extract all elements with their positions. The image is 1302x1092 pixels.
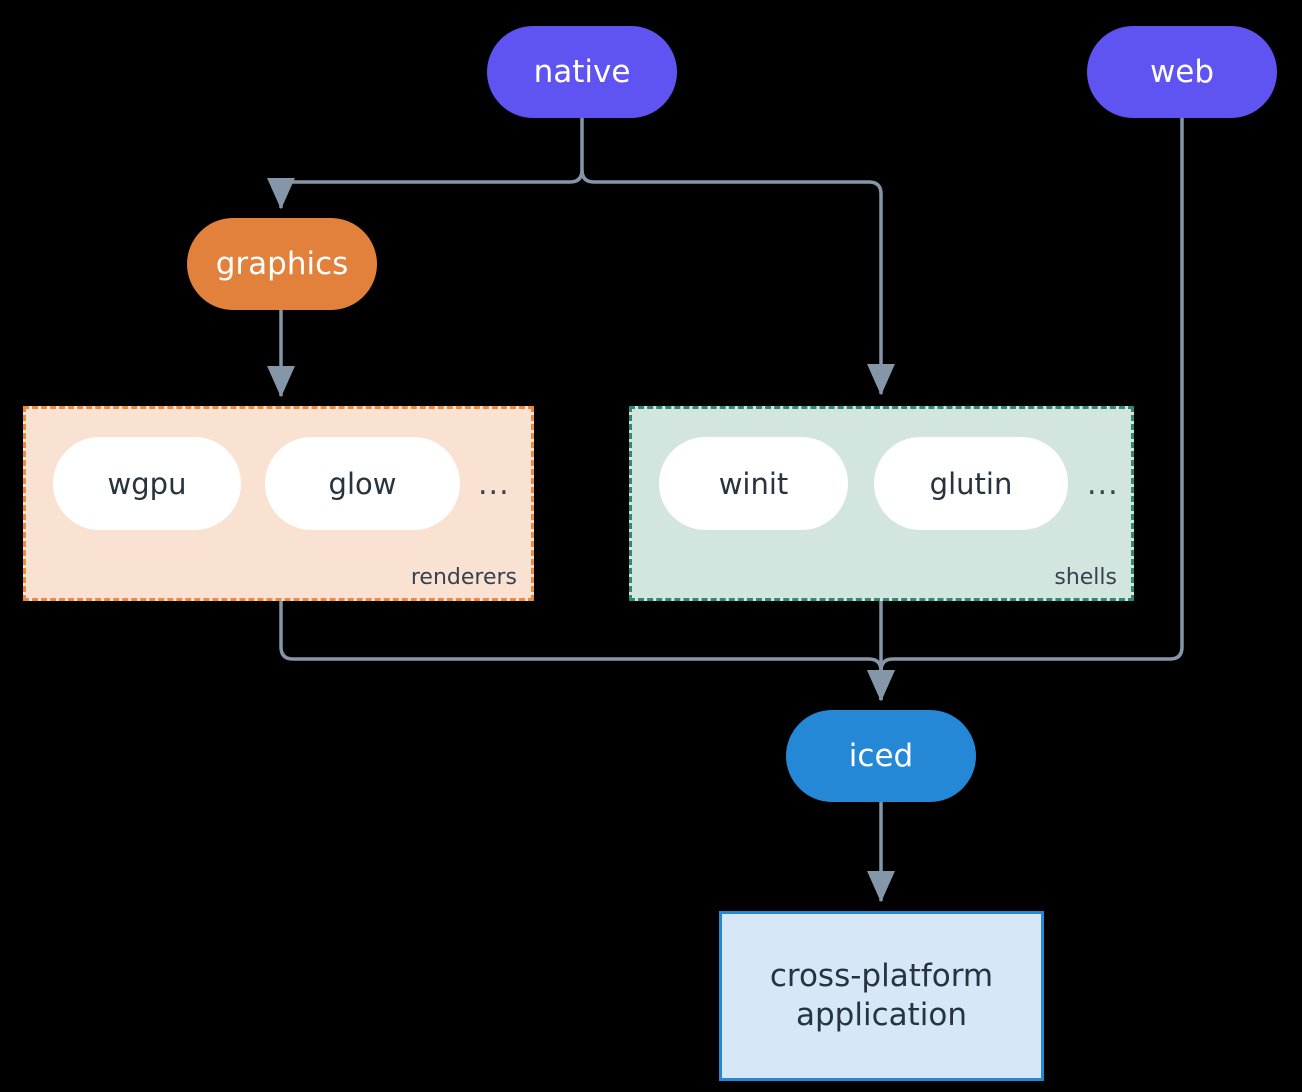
pill-winit-label: winit [718,466,789,501]
pill-winit[interactable]: winit [659,437,848,530]
cluster-shells: winit glutin ... shells [629,406,1134,601]
node-iced[interactable]: iced [786,710,976,802]
node-web-label: web [1149,53,1215,90]
node-graphics-label: graphics [215,245,349,282]
pill-glutin-label: glutin [929,466,1013,501]
node-cross-platform-application[interactable]: cross-platform application [719,911,1044,1081]
node-iced-label: iced [848,737,914,774]
node-native[interactable]: native [487,26,677,118]
pill-wgpu[interactable]: wgpu [53,437,241,530]
application-label-line-1: cross-platform [769,958,994,995]
node-native-label: native [533,53,631,90]
edge-native-to-shells [580,169,895,396]
edge-renderers-to-iced [279,601,895,702]
cluster-shells-label: shells [1054,565,1117,590]
application-label-line-2: application [796,997,967,1033]
cluster-renderers: wgpu glow ... renderers [23,406,534,601]
node-graphics[interactable]: graphics [187,218,377,310]
edge-native-to-graphics [267,177,570,210]
pill-glutin[interactable]: glutin [874,437,1068,530]
shells-ellipsis: ... [1087,467,1119,502]
renderers-ellipsis: ... [478,467,510,502]
cluster-renderers-label: renderers [410,565,517,590]
pill-glow-label: glow [328,466,397,501]
pill-wgpu-label: wgpu [107,466,187,501]
edge-native-fork [569,118,584,184]
node-web[interactable]: web [1087,26,1277,118]
pill-glow[interactable]: glow [265,437,460,530]
